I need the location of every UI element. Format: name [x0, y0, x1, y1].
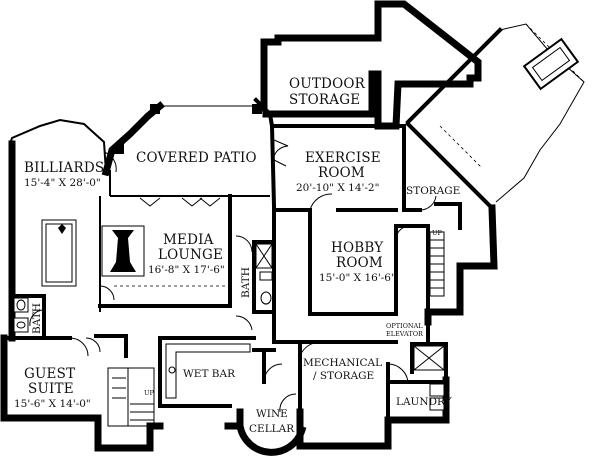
elevator-shaft	[413, 345, 445, 371]
billiards-dims: 15'-4" X 28'-0"	[24, 177, 101, 189]
wine-cellar-label-1: WINE	[256, 408, 288, 420]
fireplace	[522, 37, 580, 91]
outdoor-storage-label-2: STORAGE	[289, 92, 360, 108]
exercise-room-label-1: EXERCISE	[305, 150, 381, 166]
laundry-label: LAUNDRY	[396, 396, 453, 408]
bath-left-fixtures	[13, 297, 29, 333]
stairs-left	[107, 367, 155, 427]
optional-elevator-label-2: ELEVATOR	[386, 330, 424, 338]
guest-suite-label-2: SUITE	[28, 381, 74, 397]
exercise-room-dims: 20'-10" X 14'-2"	[296, 182, 379, 194]
hobby-room-label-1: HOBBY	[331, 240, 384, 256]
door-swings	[29, 139, 437, 413]
billiards-label: BILLIARDS	[24, 160, 104, 176]
outdoor-storage-label-1: OUTDOOR	[289, 76, 366, 92]
optional-elevator-label-1: OPTIONAL	[386, 322, 423, 330]
covered-patio-label: COVERED PATIO	[136, 150, 257, 166]
up-right-label: UP	[432, 229, 442, 237]
hobby-room-label-2: ROOM	[336, 255, 383, 271]
stairs-right	[429, 231, 445, 297]
up-left-label: UP	[144, 389, 154, 397]
wine-cellar-arc	[235, 421, 307, 456]
media-lounge-label-2: LOUNGE	[158, 247, 223, 263]
hobby-room-dims: 15'-0" X 16'-6"	[319, 272, 396, 284]
patio-columns	[114, 104, 262, 154]
exercise-room-label-2: ROOM	[318, 165, 365, 181]
bath-center-fixtures	[255, 243, 273, 305]
guest-suite-dims: 15'-6" X 14'-0"	[14, 398, 91, 410]
mechanical-label-1: MECHANICAL	[303, 357, 382, 369]
bath-center-label: BATH	[240, 267, 252, 298]
storage-label: STORAGE	[406, 185, 460, 197]
media-lounge-dims: 16'-8" X 17'-6"	[148, 264, 225, 276]
exterior-walls	[0, 0, 585, 452]
media-lounge-label-1: MEDIA	[163, 232, 214, 248]
media-sofa	[101, 225, 145, 277]
bath-left-label: BATH	[31, 303, 43, 334]
billiards-table	[41, 219, 77, 287]
wet-bar-counter	[165, 343, 251, 399]
guest-suite-label-1: GUEST	[24, 366, 75, 382]
wet-bar-label: WET BAR	[183, 368, 236, 380]
laundry-appliances	[429, 383, 445, 411]
room-labels: OUTDOOR STORAGE COVERED PATIO EXERCISE R…	[14, 76, 460, 435]
wine-cellar-label-2: CELLAR	[249, 423, 295, 435]
mechanical-label-2: / STORAGE	[313, 370, 374, 382]
